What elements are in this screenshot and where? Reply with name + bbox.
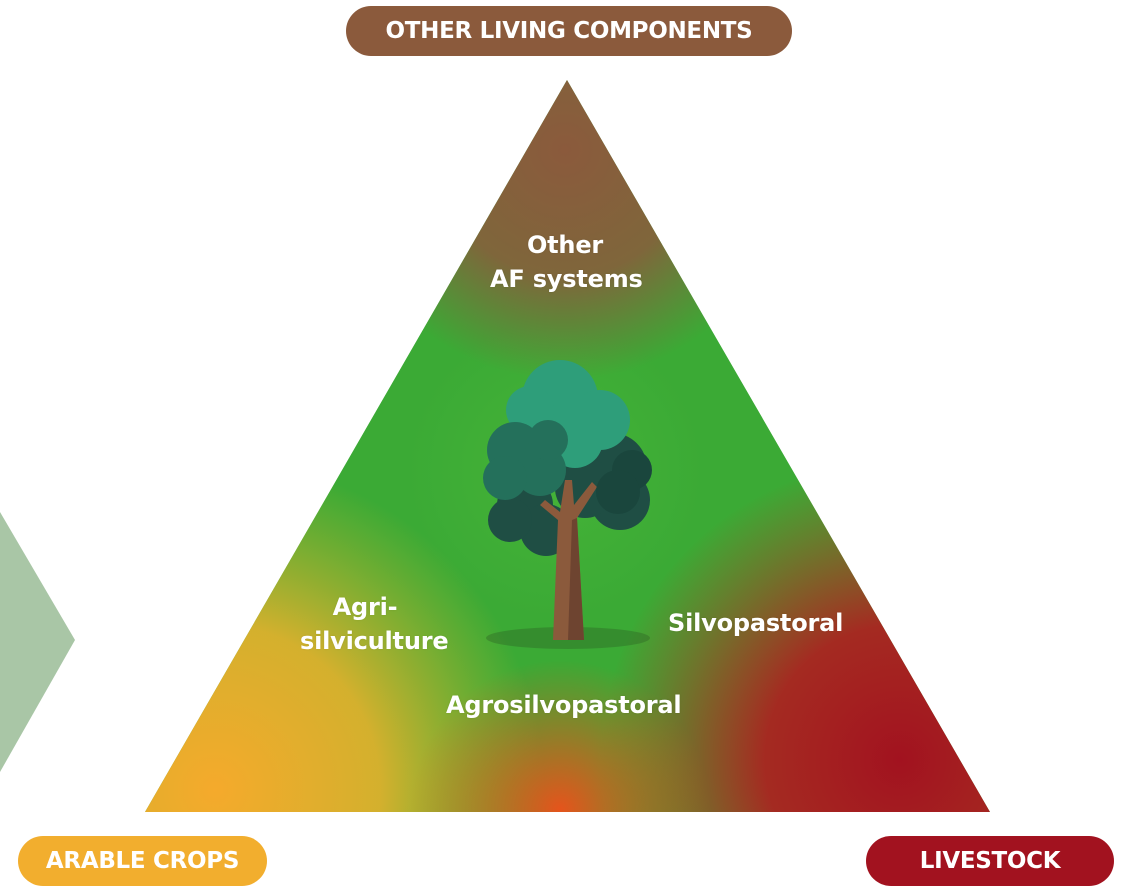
system-label-silvopastoral: Silvopastoral (668, 609, 844, 637)
vertex-label-livestock: LIVESTOCK (866, 836, 1114, 886)
system-label-agri-line2: silviculture (300, 627, 449, 655)
system-label-other-af: Other AF systems (490, 228, 643, 296)
system-label-agrisilviculture: Agri- silviculture (300, 590, 449, 658)
system-label-other-line2: AF systems (490, 265, 643, 293)
vertex-label-other-living-components: OTHER LIVING COMPONENTS (346, 6, 792, 56)
side-chevron-shape (0, 512, 75, 772)
system-label-agri-line1: Agri- (332, 593, 398, 621)
vertex-label-arable-crops: ARABLE CROPS (18, 836, 267, 886)
tree-icon (483, 360, 652, 649)
system-label-other-line1: Other (526, 231, 604, 259)
system-label-agrosilvopastoral: Agrosilvopastoral (446, 691, 682, 719)
